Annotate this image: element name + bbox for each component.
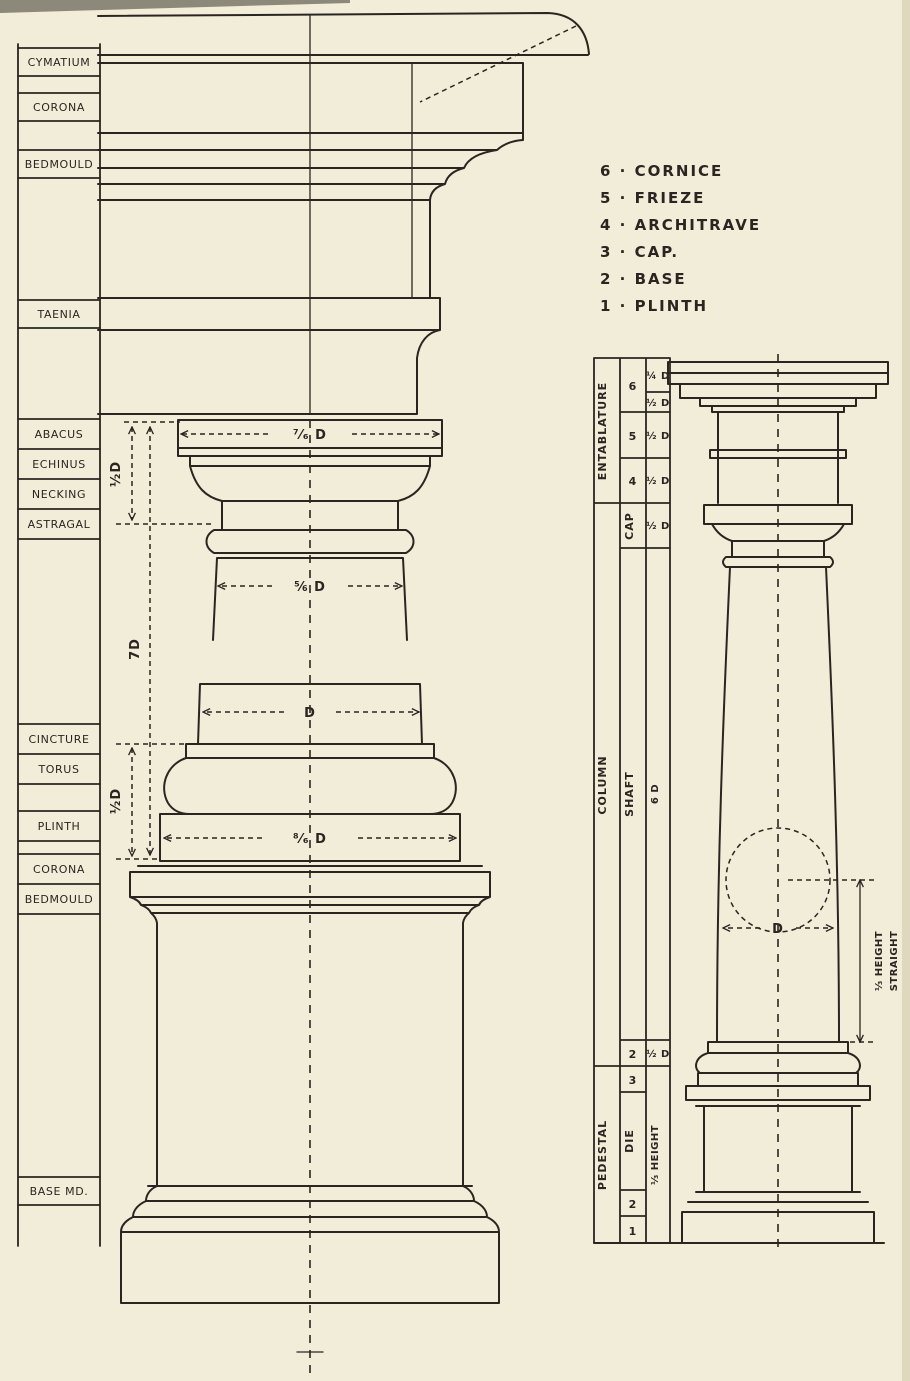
- legend-item-base: 2 · BASE: [600, 270, 687, 288]
- table-val-cornice-a: ¼ D: [646, 370, 670, 382]
- moulding-label-astragal: ASTRAGAL: [28, 518, 91, 531]
- table-val-cornice-b: ½ D: [646, 398, 670, 409]
- table-val-shaft: 6 D: [650, 784, 661, 804]
- table-num-pedestal-cap: 3: [629, 1074, 638, 1087]
- strip-vertical-rules: [17, 43, 101, 1247]
- column-base-profile: [159, 683, 461, 862]
- moulding-label-necking: NECKING: [32, 488, 86, 501]
- table-num-architrave: 4: [629, 475, 638, 488]
- cap-height-label: ½D: [109, 461, 124, 487]
- table-group-entablature: ENTABLATURE: [596, 382, 609, 480]
- pedestal-detail: [120, 420, 500, 1374]
- moulding-label-abacus: ABACUS: [35, 428, 84, 441]
- legend: 6 · CORNICE 5 · FRIEZE 4 · ARCHITRAVE 3 …: [600, 162, 761, 315]
- moulding-label-cymatium: CYMATIUM: [28, 56, 91, 69]
- table-row-die: DIE: [623, 1129, 636, 1153]
- entablature-reference-lines: [309, 15, 413, 415]
- moulding-label-base-md: BASE MD.: [30, 1185, 89, 1198]
- moulding-label-plinth: PLINTH: [38, 820, 81, 833]
- column-height-label: 7D: [128, 638, 143, 660]
- table-num-frieze: 5: [629, 430, 638, 443]
- moulding-label-corona-pedestal: CORONA: [33, 863, 85, 876]
- abacus-width-label: ⁷⁄₆ D: [293, 428, 327, 443]
- moulding-label-echinus: ECHINUS: [32, 458, 86, 471]
- order-table-grid: [593, 357, 671, 1244]
- table-num-column-base: 2: [629, 1048, 638, 1061]
- moulding-label-taenia: TAENIA: [37, 308, 81, 321]
- diameter-reference-circle: [725, 827, 831, 933]
- legend-item-plinth: 1 · PLINTH: [600, 297, 708, 315]
- straight-height-label-line1: ⅓ HEIGHT: [874, 931, 885, 991]
- base-height-label: ½D: [109, 788, 124, 814]
- table-val-frieze: ½ D: [646, 431, 670, 442]
- table-num-pedestal-plinth: 1: [629, 1225, 638, 1238]
- entablature-profile: [97, 12, 590, 415]
- dimension-extension-ticks: [116, 421, 212, 860]
- shaft-diameter-label: D: [304, 706, 316, 721]
- table-group-pedestal: PEDESTAL: [596, 1120, 609, 1190]
- legend-item-architrave: 4 · ARCHITRAVE: [600, 216, 761, 234]
- table-num-cornice: 6: [629, 380, 638, 393]
- moulding-label-torus: TORUS: [37, 763, 79, 776]
- table-group-column: COLUMN: [596, 755, 609, 814]
- table-row-cap: CAP: [623, 512, 636, 540]
- table-num-pedestal-base: 2: [629, 1198, 638, 1211]
- table-row-shaft: SHAFT: [623, 771, 636, 817]
- column-elevation: D ⅓ HEIGHT STRAIGHT: [593, 354, 900, 1252]
- table-val-pedestal-height: ⅓ HEIGHT: [650, 1125, 661, 1185]
- strip-cell-rules: [17, 47, 101, 1206]
- legend-item-frieze: 5 · FRIEZE: [600, 189, 705, 207]
- plinth-width-label: ⁸⁄₆ D: [293, 832, 327, 847]
- neck-width-label: ⅚ D: [294, 580, 326, 595]
- moulding-label-bedmould-pedestal: BEDMOULD: [25, 893, 94, 906]
- legend-item-cap: 3 · CAP.: [600, 243, 679, 261]
- table-val-column-base: ½ D: [646, 1049, 670, 1060]
- legend-item-cornice: 6 · CORNICE: [600, 162, 723, 180]
- column-base-detail: [159, 683, 461, 862]
- moulding-label-bedmould: BEDMOULD: [25, 158, 94, 171]
- table-val-cap: ½ D: [646, 521, 670, 532]
- straight-height-extension-ticks: [788, 879, 874, 1043]
- moulding-label-cincture: CINCTURE: [29, 733, 90, 746]
- detail-dimensions: ⁷⁄₆ D ⅚ D D ⁸⁄₆ D 7D ½D ½D: [109, 421, 456, 860]
- table-val-architrave: ½ D: [646, 476, 670, 487]
- elevation-outline: [593, 361, 889, 1244]
- scan-right-edge: [902, 0, 910, 1381]
- moulding-label-strip: CYMATIUM CORONA BEDMOULD TAENIA ABACUS E…: [17, 43, 101, 1247]
- entablature-detail: [97, 12, 590, 415]
- order-table: ENTABLATURE COLUMN PEDESTAL 6 5 4 CAP SH…: [593, 357, 671, 1244]
- elevation-diameter-label: D: [772, 922, 784, 937]
- cornice-miter-dashed-line: [419, 25, 577, 103]
- moulding-label-corona: CORONA: [33, 101, 85, 114]
- scan-top-edge: [0, 0, 350, 13]
- straight-height-label-line2: STRAIGHT: [889, 931, 900, 992]
